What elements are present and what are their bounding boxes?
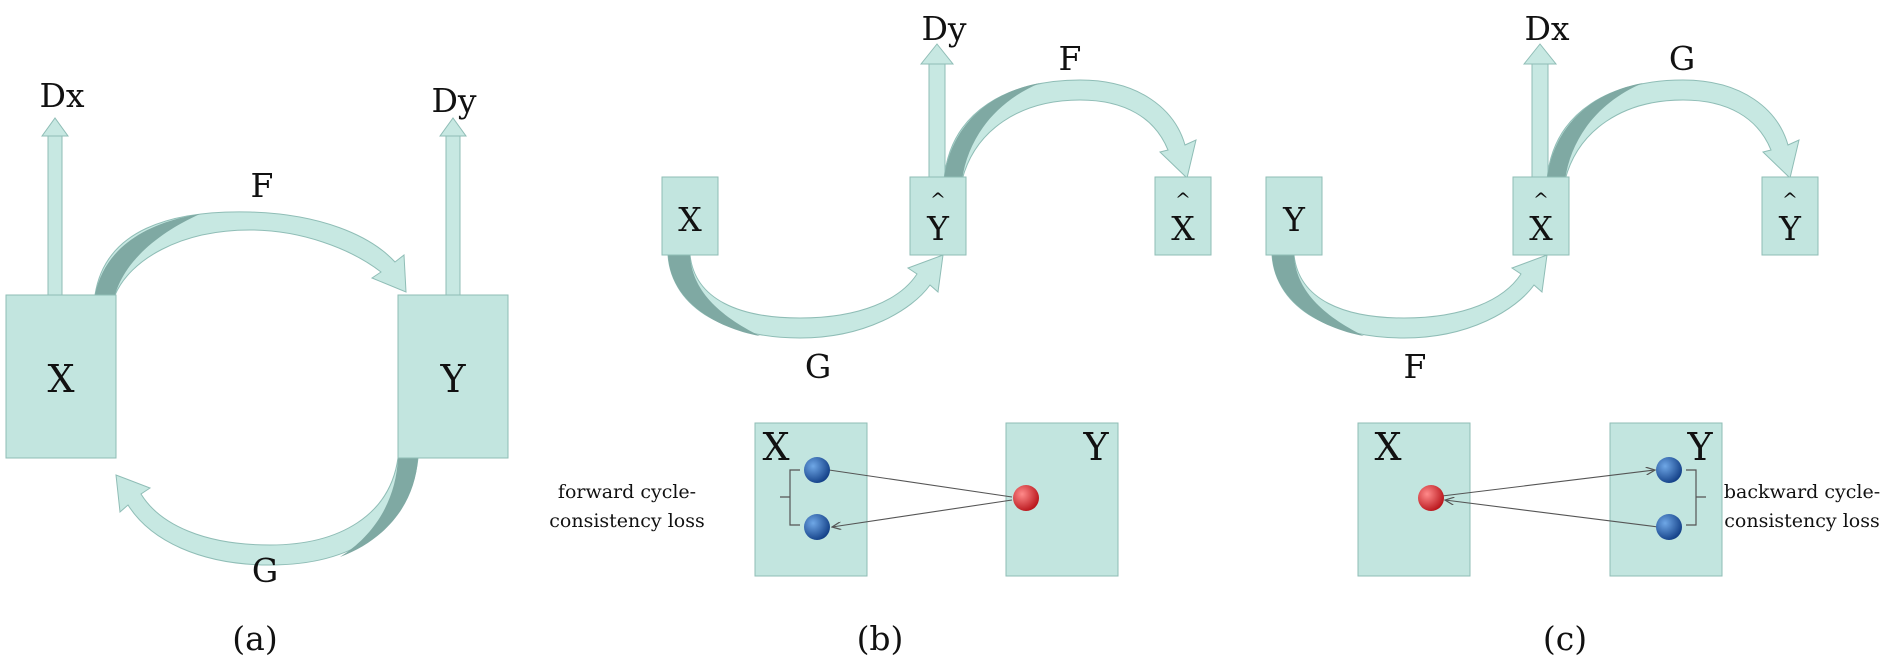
mapping-f-arrow: [943, 79, 1197, 181]
hat-mark: ^: [930, 189, 946, 211]
mapping-line: [1445, 500, 1659, 528]
mapping-line: [832, 499, 1013, 527]
node-y-box: [397, 294, 509, 459]
loss-bracket: [780, 469, 800, 526]
hat-mark: ^: [1175, 189, 1191, 211]
disc-y-arrow: [919, 43, 955, 181]
node-y-box: [1265, 176, 1323, 256]
red-point: [1418, 485, 1444, 511]
node-x-label: X: [678, 200, 702, 239]
blue-point: [1656, 514, 1682, 540]
node-y-hat-label: Y: [926, 209, 950, 248]
panel-a: X Y Dx Dy F G (a): [5, 76, 509, 658]
panel-c: Y ^ X ^ Y Dx G F X Y backward cycle- con…: [1265, 9, 1880, 658]
domain-x-box: [754, 422, 868, 577]
mapping-f-arrow: [1271, 254, 1548, 339]
mapping-f-arrow: [94, 211, 407, 296]
blue-point: [804, 514, 830, 540]
mapping-f-label: F: [1404, 347, 1427, 386]
caption-b: (b): [857, 619, 904, 658]
panel-b: X ^ Y ^ X Dy F G X Y forward cycle- cons…: [549, 9, 1212, 658]
node-x-box: [5, 294, 117, 459]
domain-x-label: X: [762, 425, 789, 469]
loss-label-line1: backward cycle-: [1724, 481, 1880, 503]
disc-x-label: Dx: [1524, 9, 1569, 48]
mapping-g-arrow: [115, 457, 419, 566]
disc-y-label: Dy: [431, 81, 476, 120]
node-x-hat-box: [1154, 176, 1212, 256]
node-y-hat-box: [909, 176, 967, 256]
mapping-g-arrow: [667, 254, 944, 339]
red-point: [1013, 485, 1039, 511]
blue-point: [804, 457, 830, 483]
mapping-f-label: F: [1059, 39, 1082, 78]
loss-label-line2: consistency loss: [549, 510, 704, 532]
mapping-g-label: G: [805, 347, 831, 386]
node-y-hat-label: Y: [1778, 209, 1802, 248]
node-y-hat-box: [1761, 176, 1819, 256]
disc-y-arrow: [439, 117, 467, 296]
mapping-f-label: F: [251, 166, 274, 205]
node-y-label: Y: [1282, 200, 1306, 239]
node-x-hat-label: X: [1171, 209, 1195, 248]
node-x-hat-box: [1512, 176, 1570, 256]
caption-c: (c): [1543, 619, 1587, 658]
caption-a: (a): [232, 619, 277, 658]
disc-x-label: Dx: [39, 76, 84, 115]
disc-x-arrow: [41, 117, 69, 296]
loss-label-line2: consistency loss: [1724, 510, 1879, 532]
node-x-box: [661, 176, 719, 256]
loss-bracket: [1686, 469, 1706, 526]
disc-y-label: Dy: [921, 9, 966, 48]
blue-point: [1656, 457, 1682, 483]
mapping-line: [828, 469, 1013, 498]
mapping-g-label: G: [252, 551, 278, 590]
loss-label-line1: forward cycle-: [558, 481, 696, 503]
domain-y-box: [1609, 422, 1723, 577]
node-y-label: Y: [439, 357, 466, 401]
domain-y-label: Y: [1082, 425, 1109, 469]
node-x-label: X: [47, 357, 74, 401]
node-x-hat-label: X: [1529, 209, 1553, 248]
mapping-line: [1441, 470, 1655, 497]
mapping-g-arrow: [1546, 79, 1800, 181]
domain-x-label: X: [1374, 425, 1401, 469]
mapping-g-label: G: [1669, 39, 1695, 78]
hat-mark: ^: [1533, 189, 1549, 211]
domain-y-label: Y: [1686, 425, 1713, 469]
hat-mark: ^: [1782, 189, 1798, 211]
